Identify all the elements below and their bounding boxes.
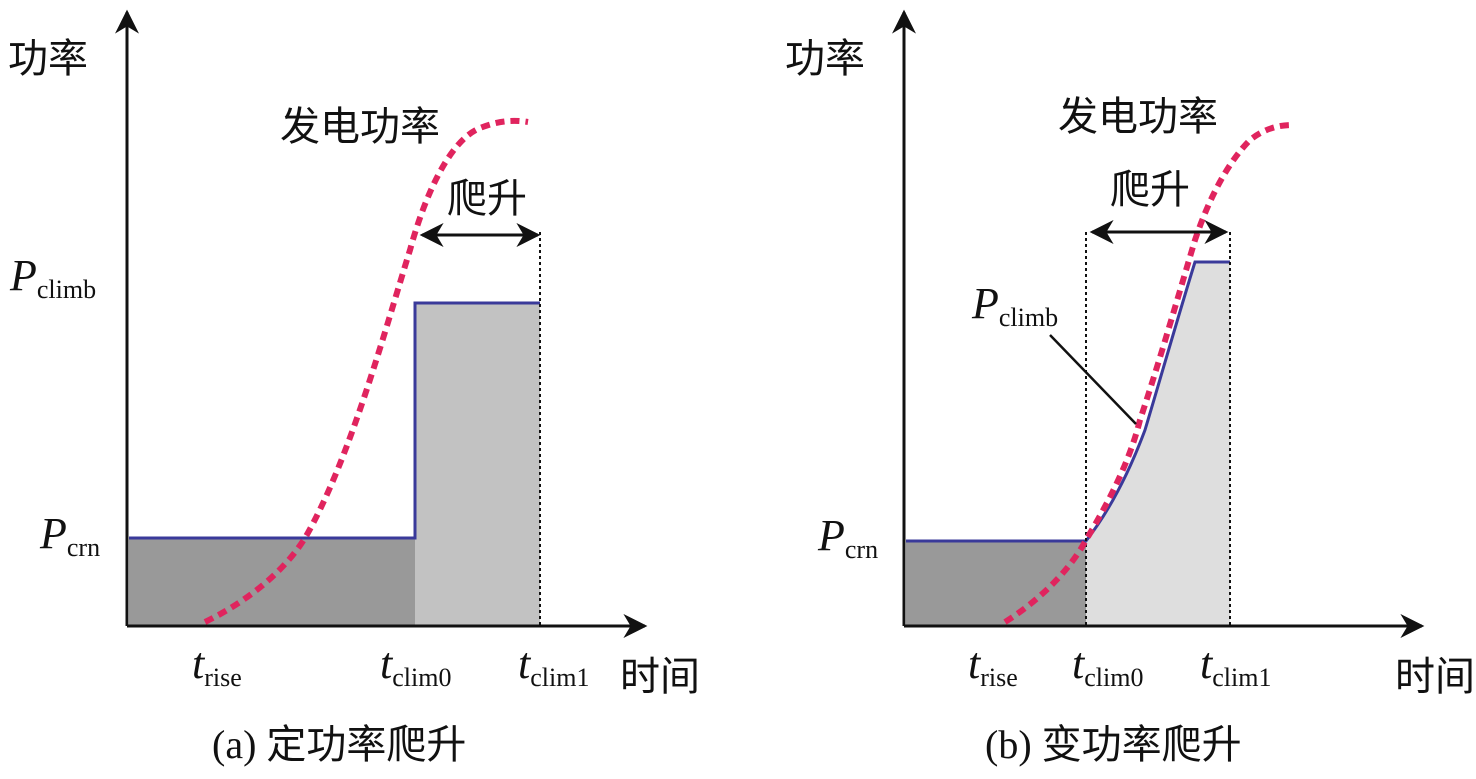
t-clim1-label: tclim1 <box>518 639 589 692</box>
t-rise-label: trise <box>192 639 242 692</box>
p-climb-leader-line <box>1049 334 1137 425</box>
panel-b: 功率 发电功率 爬升 时间 Pclimb Pcrn trise tclim0 t… <box>785 9 1475 767</box>
curve-label: 发电功率 <box>280 104 440 150</box>
p-crn-label: Pcrn <box>817 511 878 564</box>
panel-a: 功率 发电功率 爬升 时间 Pclimb Pcrn trise tclim0 t… <box>8 9 700 767</box>
power-limit-line <box>906 260 1230 543</box>
base-power-area <box>129 538 415 626</box>
y-axis-label: 功率 <box>8 36 88 82</box>
generation-power-curve <box>1003 122 1293 625</box>
climb-power-area <box>415 303 540 626</box>
t-clim0-label: tclim0 <box>380 639 451 692</box>
caption: (b) 变功率爬升 <box>985 722 1242 767</box>
power-limit-line <box>129 301 540 540</box>
base-power-area <box>906 541 1086 626</box>
x-axis-label: 时间 <box>1395 654 1475 700</box>
x-axis-label: 时间 <box>620 654 700 700</box>
t-rise-label: trise <box>968 639 1018 692</box>
p-climb-label: Pclimb <box>971 279 1058 332</box>
p-climb-label: Pclimb <box>9 251 96 304</box>
curve-label: 发电功率 <box>1058 94 1218 140</box>
climb-label: 爬升 <box>1110 167 1190 213</box>
p-crn-label: Pcrn <box>39 509 100 562</box>
t-clim0-label: tclim0 <box>1072 639 1143 692</box>
climb-label: 爬升 <box>447 176 527 222</box>
climb-power-area <box>1086 262 1230 626</box>
caption: (a) 定功率爬升 <box>212 722 466 767</box>
t-clim1-label: tclim1 <box>1200 639 1271 692</box>
y-axis-label: 功率 <box>785 36 865 82</box>
